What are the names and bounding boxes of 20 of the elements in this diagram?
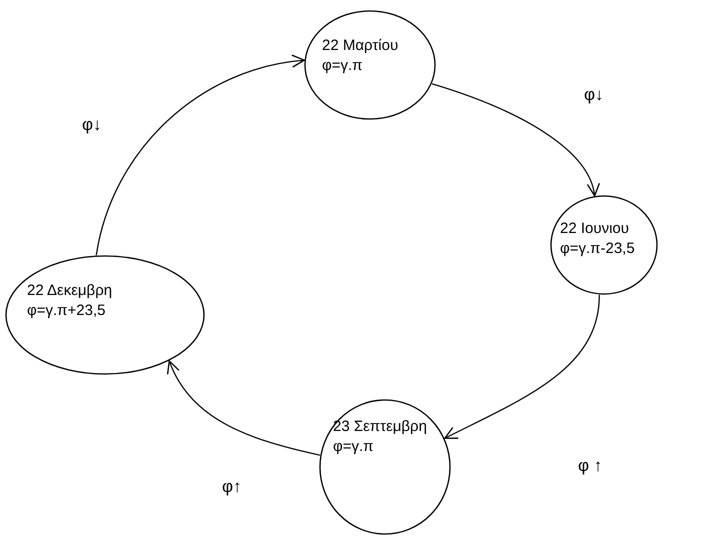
arrow	[444, 294, 600, 439]
state-ellipse	[304, 10, 436, 120]
arrow	[168, 360, 320, 456]
latitude-change-label: φ↓	[82, 114, 102, 136]
state-ellipse	[5, 255, 205, 375]
node-text: φ=γ.π+23,5	[27, 301, 106, 321]
state-ellipse	[319, 399, 451, 535]
node-text: φ=γ.π	[322, 56, 364, 76]
node-text: 22 Ιουνιου	[560, 219, 630, 239]
node-text: φ=γ.π-23,5	[560, 239, 636, 259]
node-text: 22 Μαρτίου	[322, 36, 400, 56]
latitude-change-label: φ ↑	[578, 455, 602, 477]
node-text: φ=γ.π	[333, 437, 375, 457]
latitude-change-label: φ↑	[222, 476, 242, 498]
node-text: 22 Δεκεμβρη	[27, 281, 114, 301]
node-text: 23 Σεπτεμβρη	[333, 417, 428, 437]
arrow	[96, 55, 305, 256]
arrow	[432, 83, 599, 196]
latitude-change-label: φ↓	[584, 84, 604, 106]
state-ellipse	[550, 195, 658, 295]
